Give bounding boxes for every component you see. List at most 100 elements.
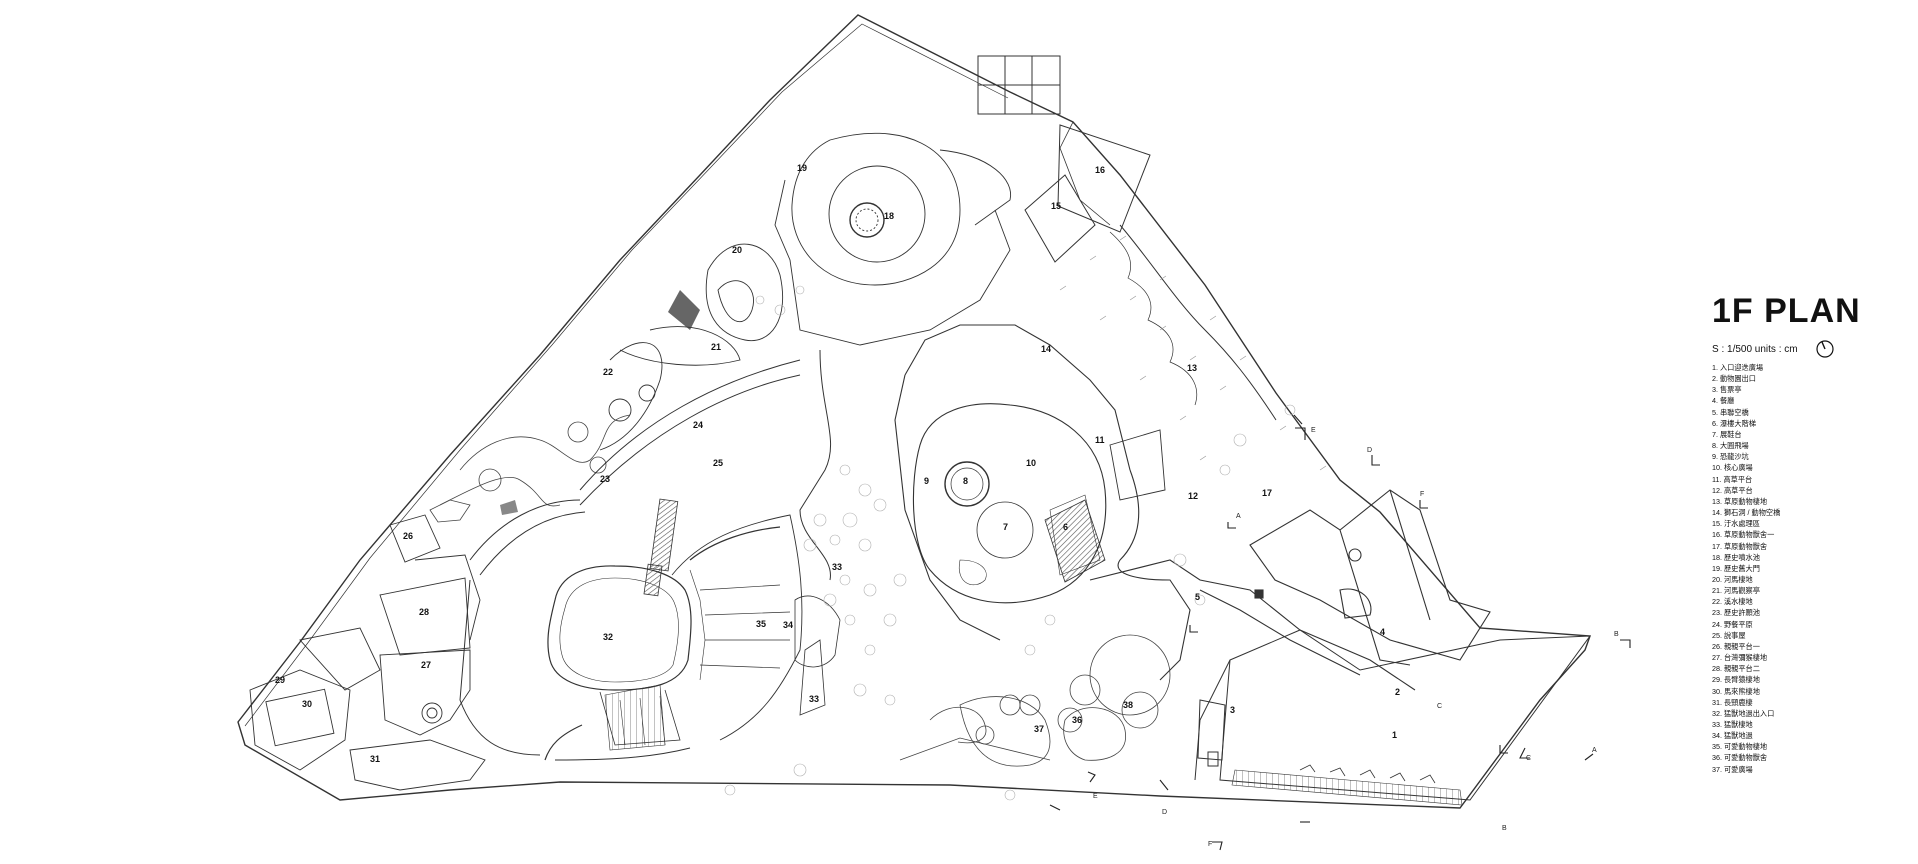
svg-text:D: D bbox=[1367, 447, 1372, 454]
legend-item: 15. 汙水處理區 bbox=[1712, 519, 1760, 529]
legend-item: 16. 草原動物獸舍一 bbox=[1712, 530, 1775, 540]
area-label-16: 16 bbox=[1095, 165, 1105, 175]
hippo-habitat bbox=[599, 243, 784, 451]
legend-item: 28. 親親平台二 bbox=[1712, 664, 1760, 674]
area-label-27: 27 bbox=[421, 660, 431, 670]
legend-item: 19. 歷史舊大門 bbox=[1712, 563, 1760, 573]
svg-text:E: E bbox=[1093, 793, 1098, 800]
area-label-38: 38 bbox=[1123, 700, 1133, 710]
legend-item: 26. 親親平台一 bbox=[1712, 641, 1760, 651]
area-label-5: 5 bbox=[1195, 592, 1200, 602]
area-label-9: 9 bbox=[924, 476, 929, 486]
area-label-7: 7 bbox=[1003, 522, 1008, 532]
top-building bbox=[977, 55, 1151, 263]
legend-item: 21. 河馬觀察亭 bbox=[1712, 586, 1760, 596]
legend-item: 34. 猛獸地過 bbox=[1712, 731, 1753, 741]
svg-text:C: C bbox=[1437, 703, 1442, 710]
legend-item: 12. 高草平台 bbox=[1712, 485, 1753, 495]
legend-item: 29. 長臂猿棲地 bbox=[1712, 675, 1760, 685]
area-label-1: 1 bbox=[1392, 730, 1397, 740]
legend-item: 1. 入口迎迭廣場 bbox=[1712, 363, 1764, 372]
legend-item: 35. 可愛動物棲地 bbox=[1712, 742, 1768, 752]
legend-item: 8. 大圓飛場 bbox=[1712, 441, 1749, 451]
plan-legend: 1F PLAN S : 1/500 units : cm 1. 入口迎迭廣場 2.… bbox=[1712, 294, 1912, 775]
petting-zoo bbox=[899, 634, 1171, 767]
legend-item: 25. 說事屋 bbox=[1712, 630, 1746, 640]
legend-item: 22. 溪水棲地 bbox=[1712, 597, 1753, 607]
legend-item: 7. 展鞋台 bbox=[1712, 429, 1742, 439]
legend-item: 9. 恐龍沙坑 bbox=[1712, 452, 1749, 462]
restaurant bbox=[1089, 489, 1491, 691]
section-marker-labels: A A B B C C D D E E F F bbox=[1093, 427, 1619, 848]
legend-item: 23. 歷史許願池 bbox=[1712, 608, 1760, 618]
legend-item: 32. 猛獸地過出入口 bbox=[1712, 708, 1775, 718]
fountain-area bbox=[774, 132, 1012, 346]
area-label-11: 11 bbox=[1095, 435, 1105, 445]
site-boundary bbox=[237, 14, 1591, 809]
trees bbox=[724, 285, 1296, 801]
svg-text:D: D bbox=[1162, 809, 1167, 816]
area-label-15: 15 bbox=[1051, 201, 1061, 211]
scale-text: S : 1/500 units : cm bbox=[1712, 343, 1798, 355]
area-label-36: 36 bbox=[1072, 715, 1082, 725]
area-label-23: 23 bbox=[600, 474, 610, 484]
legend-item: 17. 草原動物獸舍 bbox=[1712, 541, 1768, 551]
legend-item: 27. 台灣彌猴棲地 bbox=[1712, 653, 1768, 663]
legend-item: 24. 野餐平原 bbox=[1712, 619, 1753, 629]
area-label-31: 31 bbox=[370, 754, 380, 764]
carnivore-dome bbox=[544, 514, 841, 761]
area-label-33b: 33 bbox=[809, 694, 819, 704]
entrance-plaza bbox=[1194, 629, 1592, 801]
area-label-29: 29 bbox=[275, 675, 285, 685]
section-markers bbox=[1049, 414, 1631, 851]
svg-text:B: B bbox=[1614, 631, 1619, 638]
svg-text:F: F bbox=[1208, 841, 1212, 848]
area-label-17: 17 bbox=[1262, 488, 1272, 498]
legend-item: 37. 可愛廣場 bbox=[1712, 764, 1753, 774]
area-label-4: 4 bbox=[1380, 627, 1385, 637]
legend-item: 33. 猛獸棲地 bbox=[1712, 720, 1753, 729]
stairs bbox=[604, 498, 1463, 806]
legend-item: 13. 草原動物棲地 bbox=[1712, 496, 1768, 506]
svg-text:B: B bbox=[1502, 825, 1507, 832]
legend-item: 18. 歷史噴水池 bbox=[1712, 552, 1760, 562]
west-enclosures bbox=[249, 514, 486, 791]
area-label-13: 13 bbox=[1187, 363, 1197, 373]
legend-item: 20. 河馬棲地 bbox=[1712, 574, 1753, 584]
legend-item: 3. 售票亭 bbox=[1712, 385, 1742, 395]
legend-item: 10. 核心廣場 bbox=[1712, 463, 1753, 473]
svg-text:C: C bbox=[1526, 755, 1531, 762]
area-label-6: 6 bbox=[1063, 522, 1068, 532]
legend-item: 2. 動物園出口 bbox=[1712, 374, 1756, 384]
area-label-19: 19 bbox=[797, 163, 807, 173]
area-labels: 1 2 3 4 5 6 7 8 9 10 11 12 13 14 15 16 1… bbox=[275, 163, 1400, 764]
area-label-12: 12 bbox=[1188, 491, 1198, 501]
area-label-21: 21 bbox=[711, 342, 721, 352]
area-label-25: 25 bbox=[713, 458, 723, 468]
area-label-18: 18 bbox=[884, 211, 894, 221]
area-label-28: 28 bbox=[419, 607, 429, 617]
legend-item: 31. 長頸鹿棲 bbox=[1712, 697, 1753, 707]
area-label-20: 20 bbox=[732, 245, 742, 255]
legend-item: 36. 可愛動物獸舍 bbox=[1712, 753, 1768, 763]
legend-item: 30. 馬來熊棲地 bbox=[1712, 686, 1760, 696]
area-label-2: 2 bbox=[1395, 687, 1400, 697]
area-label-32: 32 bbox=[603, 632, 613, 642]
plan-title: 1F PLAN bbox=[1712, 292, 1861, 330]
area-label-10: 10 bbox=[1026, 458, 1036, 468]
scale-row: S : 1/500 units : cm bbox=[1712, 338, 1912, 360]
area-label-24: 24 bbox=[693, 420, 703, 430]
svg-text:A: A bbox=[1592, 747, 1597, 754]
area-label-35: 35 bbox=[756, 619, 766, 629]
grassland-marks bbox=[1059, 235, 1327, 471]
area-label-8: 8 bbox=[963, 476, 968, 486]
area-label-22: 22 bbox=[603, 367, 613, 377]
svg-text:A: A bbox=[1236, 513, 1241, 520]
area-label-37: 37 bbox=[1034, 724, 1044, 734]
area-label-3: 3 bbox=[1230, 705, 1235, 715]
legend-item: 5. 串聯空橋 bbox=[1712, 407, 1749, 417]
legend-item: 6. 瀑樓大階梯 bbox=[1712, 418, 1756, 428]
area-label-14: 14 bbox=[1041, 344, 1051, 354]
